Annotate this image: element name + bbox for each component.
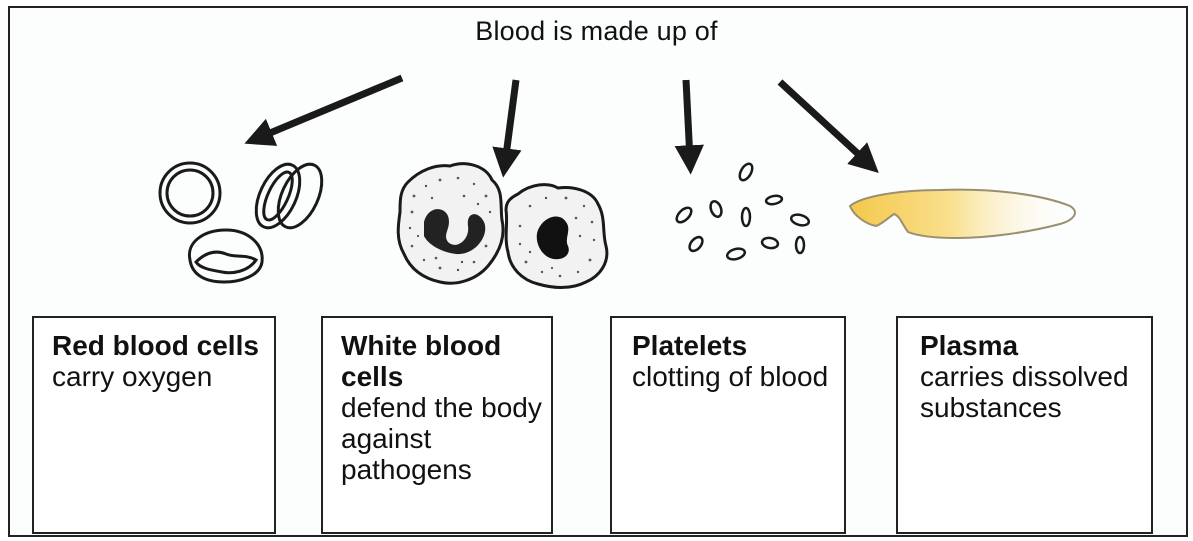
component-card-plasma: Plasma carries dissolved substances: [896, 316, 1153, 534]
component-name: Plasma: [920, 330, 1151, 361]
component-name: White blood cells: [341, 330, 551, 392]
component-description: carry oxygen: [52, 361, 274, 392]
arrow-to-platelets: [686, 80, 690, 160]
white-blood-cells-illustration: [398, 164, 607, 288]
component-card-white-blood-cells: White blood cells defend the body agains…: [321, 316, 553, 534]
platelets-illustration: [674, 162, 810, 261]
plasma-illustration: [850, 190, 1075, 238]
component-description: defend the body against pathogens: [341, 392, 551, 485]
component-card-platelets: Platelets clotting of blood: [610, 316, 846, 534]
component-card-red-blood-cells: Red blood cells carry oxygen: [32, 316, 276, 534]
component-description: clotting of blood: [632, 361, 844, 392]
arrow-to-red-blood-cells: [258, 78, 402, 138]
component-description: carries dissolved substances: [920, 361, 1151, 423]
component-name: Red blood cells: [52, 330, 274, 361]
arrow-to-white-blood-cells: [505, 80, 516, 163]
red-blood-cells-illustration: [160, 158, 331, 282]
component-name: Platelets: [632, 330, 844, 361]
arrow-to-plasma: [780, 82, 868, 163]
